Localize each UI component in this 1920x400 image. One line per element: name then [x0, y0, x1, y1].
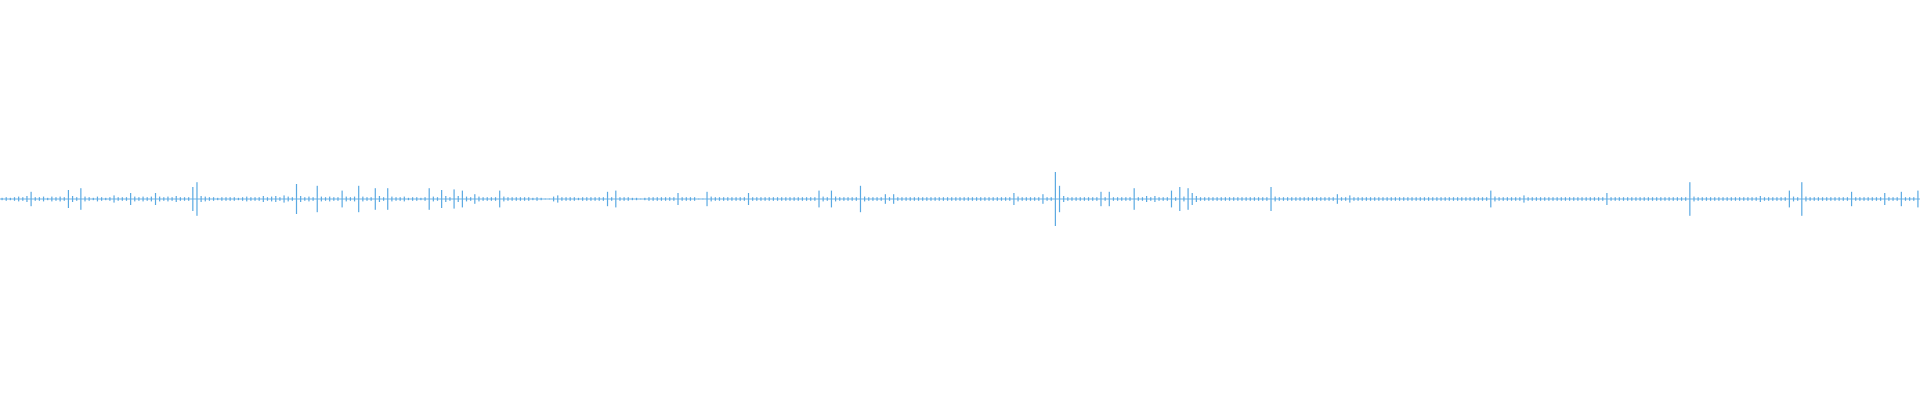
waveform-bars [1, 172, 1919, 226]
